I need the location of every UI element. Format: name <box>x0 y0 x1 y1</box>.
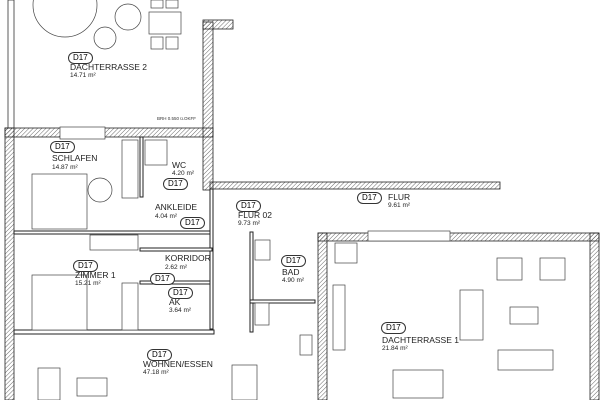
room-tag: D17 <box>150 273 175 285</box>
room-tag: D17 <box>168 287 193 299</box>
room-tag: D17 <box>73 260 98 272</box>
room-area: 3.64 m² <box>169 307 192 314</box>
room-name: BAD <box>282 267 300 277</box>
room-area: 14.87 m² <box>52 164 78 171</box>
room-tag: D17 <box>281 255 306 267</box>
room-tag: D17 <box>147 349 172 361</box>
room-area: 14.71 m² <box>70 72 96 79</box>
furniture <box>31 0 566 400</box>
room-name: FLUR 02 <box>238 210 273 220</box>
room-area: 9.73 m² <box>238 220 261 227</box>
room-area: 4.20 m² <box>172 170 195 177</box>
room-area: 2.62 m² <box>165 264 188 271</box>
room-area: 4.04 m² <box>155 213 178 220</box>
room-area: 9.61 m² <box>388 202 411 209</box>
room-name: AK <box>169 297 181 307</box>
room-name: ANKLEIDE <box>155 202 198 212</box>
room-tag: D17 <box>50 141 75 153</box>
room-name: SCHLAFEN <box>52 153 98 163</box>
room-area: 4.90 m² <box>282 277 305 284</box>
room-name: DACHTERRASSE 1 <box>382 335 459 345</box>
room-name: KORRIDOR <box>165 253 211 263</box>
room-tag: D17 <box>381 322 406 334</box>
room-tag: D17 <box>357 192 382 204</box>
room-name: WC <box>172 160 187 170</box>
room-tag: D17 <box>68 52 93 64</box>
room-name: FLUR <box>388 192 411 202</box>
room-tag: D17 <box>236 200 261 212</box>
room-area: 47.18 m² <box>143 369 169 376</box>
room-area: 15.21 m² <box>75 280 101 287</box>
room-name: WOHNEN/ESSEN <box>143 359 213 369</box>
room-name: DACHTERRASSE 2 <box>70 62 147 72</box>
room-name: ZIMMER 1 <box>75 270 116 280</box>
walls <box>4 0 600 400</box>
room-tag: D17 <box>163 178 188 190</box>
parapet-height-note: BRH 0.550 ü.OKFF <box>157 116 197 121</box>
room-tag: D17 <box>180 217 205 229</box>
room-area: 21.84 m² <box>382 345 408 352</box>
